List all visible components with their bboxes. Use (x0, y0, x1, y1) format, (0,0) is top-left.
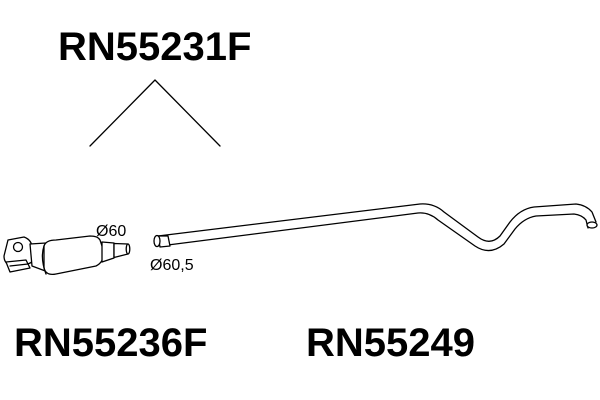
tail-pipe-lower-edge (159, 212, 589, 252)
part-label-rn55231f: RN55231F (58, 25, 251, 69)
outlet-taper (101, 241, 115, 263)
front-section-rn55236f (3, 235, 131, 276)
leader-lines (89, 79, 221, 147)
outlet-pipe-end (125, 243, 131, 255)
converter-body (43, 235, 105, 276)
tail-pipe-rn55249 (153, 203, 598, 252)
bracket-edge (9, 263, 29, 267)
part-label-rn55236f: RN55236F (14, 321, 207, 365)
dimension-outlet: Ø60,5 (150, 257, 194, 274)
tail-pipe-outlet-opening (586, 221, 598, 229)
dimension-inlet: Ø60 (96, 223, 126, 240)
part-label-rn55249: RN55249 (306, 321, 475, 365)
converter-end (41, 245, 47, 275)
tail-pipe-upper-edge (157, 203, 597, 242)
bracket (5, 259, 31, 273)
tail-pipe-inlet-opening (153, 234, 161, 248)
flange-hole (12, 241, 24, 253)
